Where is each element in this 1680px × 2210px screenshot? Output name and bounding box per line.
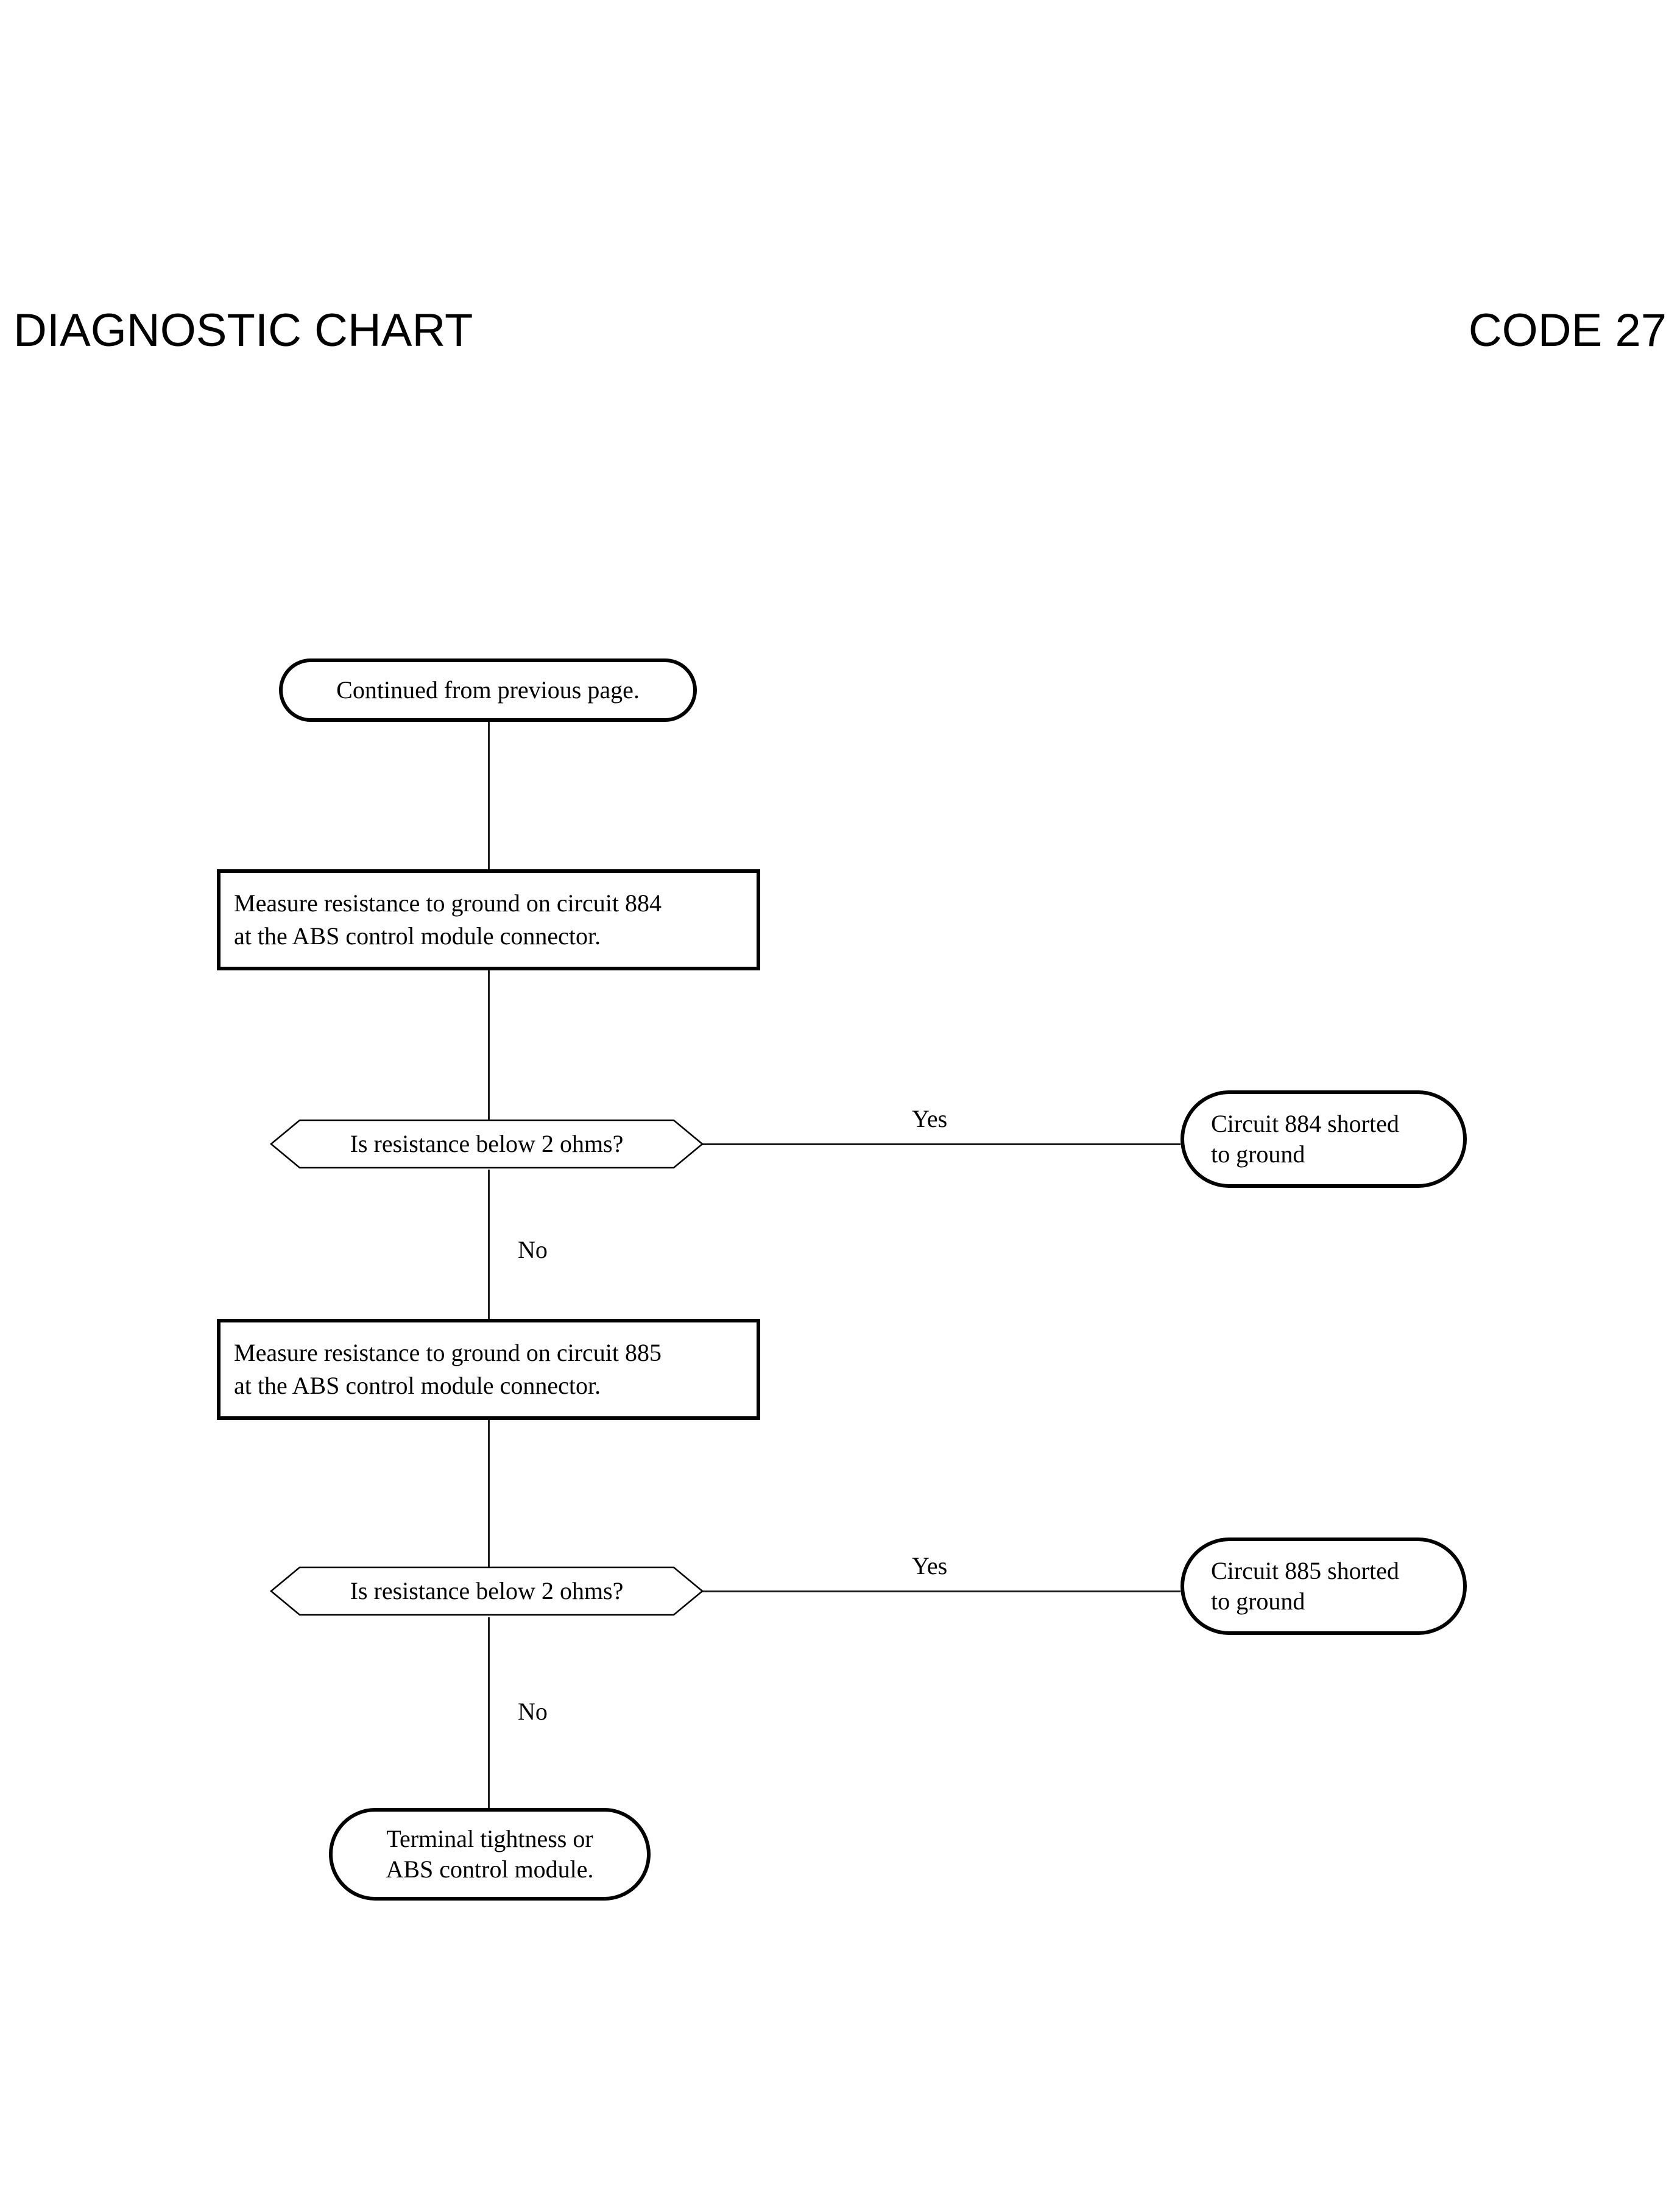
connector-n6-n7: [702, 1590, 1181, 1592]
edge-label-no-1: No: [518, 1236, 548, 1263]
node-measure-resistance-885[interactable]: Measure resistance to ground on circuit …: [217, 1319, 760, 1420]
page-header: DIAGNOSTIC CHART CODE 27: [0, 303, 1680, 376]
node-label-line-1: Circuit 885 shorted: [1211, 1557, 1399, 1584]
node-label-line-2: ABS control module.: [386, 1855, 594, 1883]
node-label-group: Measure resistance to ground on circuit …: [221, 887, 757, 953]
node-label-line-1: Terminal tightness or: [386, 1825, 593, 1852]
node-label: Is resistance below 2 ohms?: [350, 1577, 624, 1605]
node-decision-resistance-below-2-ohms-885[interactable]: Is resistance below 2 ohms?: [269, 1566, 704, 1616]
node-label: Is resistance below 2 ohms?: [350, 1130, 624, 1157]
connector-n6-n8: [488, 1617, 490, 1809]
node-decision-resistance-below-2-ohms-884[interactable]: Is resistance below 2 ohms?: [269, 1119, 704, 1169]
connector-n2-n3: [488, 970, 490, 1120]
connector-n1-n2: [488, 721, 490, 870]
node-label-line-2: to ground: [1211, 1587, 1305, 1615]
node-measure-resistance-884[interactable]: Measure resistance to ground on circuit …: [217, 869, 760, 970]
connector-n3-n5: [488, 1170, 490, 1319]
node-circuit-885-shorted-to-ground[interactable]: Circuit 885 shorted to ground: [1181, 1537, 1467, 1635]
node-label: Continued from previous page.: [336, 676, 640, 704]
node-label-line-2: at the ABS control module connector.: [234, 922, 601, 950]
node-label-group: Terminal tightness or ABS control module…: [333, 1824, 647, 1885]
node-label-line-1: Circuit 884 shorted: [1211, 1110, 1399, 1137]
node-label-group: Measure resistance to ground on circuit …: [221, 1336, 757, 1402]
node-label-line-2: at the ABS control module connector.: [234, 1372, 601, 1399]
connector-n3-n4: [702, 1143, 1181, 1145]
node-circuit-884-shorted-to-ground[interactable]: Circuit 884 shorted to ground: [1181, 1090, 1467, 1188]
node-continued-from-previous-page[interactable]: Continued from previous page.: [279, 658, 697, 722]
page-title: DIAGNOSTIC CHART: [13, 305, 473, 356]
node-terminal-tightness-or-abs-control-module[interactable]: Terminal tightness or ABS control module…: [329, 1808, 651, 1901]
node-label-line-2: to ground: [1211, 1140, 1305, 1168]
node-label-group: Circuit 884 shorted to ground: [1184, 1109, 1463, 1170]
node-label-line-1: Measure resistance to ground on circuit …: [234, 889, 662, 917]
diagnostic-code-label: CODE 27: [1468, 305, 1667, 356]
edge-label-no-2: No: [518, 1698, 548, 1725]
node-label-line-1: Measure resistance to ground on circuit …: [234, 1339, 662, 1366]
edge-label-yes-2: Yes: [912, 1552, 948, 1580]
edge-label-yes-1: Yes: [912, 1105, 948, 1132]
connector-n5-n6: [488, 1419, 490, 1569]
node-label-group: Circuit 885 shorted to ground: [1184, 1556, 1463, 1617]
